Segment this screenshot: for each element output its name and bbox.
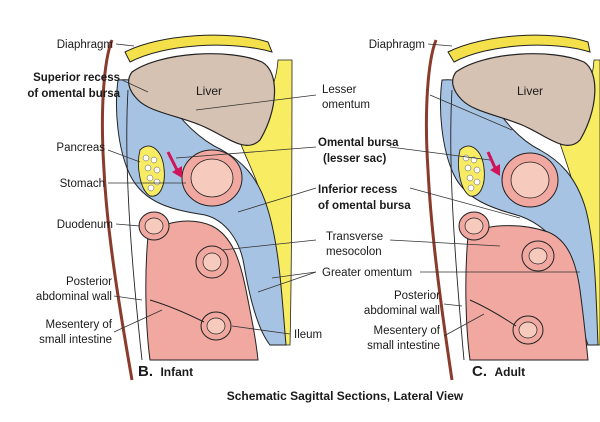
infant-anterior-wall	[100, 39, 134, 381]
label-mesentery-adult-1: Mesentery of	[374, 325, 441, 337]
label-omental-bursa-1: Omental bursa	[318, 137, 399, 149]
panel-word-adult: Adult	[494, 365, 525, 379]
label-superior-recess-1: Superior recess	[33, 72, 120, 84]
panel-adult	[424, 34, 600, 381]
infant-bursa-arrowhead	[172, 166, 182, 178]
label-mesentery-adult-2: small intestine	[367, 340, 440, 352]
label-lesser-omentum-1: Lesser	[322, 84, 357, 96]
label-liver-adult: Liver	[517, 84, 543, 98]
label-mesentery-infant-2: small intestine	[39, 334, 112, 346]
label-posterior-wall-adult-1: Posterior	[394, 290, 440, 302]
adult-liver	[452, 53, 596, 146]
infant-ileum-lumen	[206, 317, 226, 335]
infant-bursa-arrow	[166, 151, 180, 173]
label-stomach: Stomach	[60, 178, 105, 190]
infant-pancreas-lobules	[142, 154, 161, 192]
label-mesentery-infant-1: Mesentery of	[46, 319, 113, 331]
label-posterior-wall-infant-2: abdominal wall	[36, 291, 112, 303]
panel-title-infant: B. Infant	[138, 363, 193, 380]
panel-title-adult: C. Adult	[472, 363, 525, 380]
figure-caption: Schematic Sagittal Sections, Lateral Vie…	[227, 389, 464, 403]
infant-diaphragm	[124, 34, 273, 63]
infant-duodenum-lumen	[144, 217, 164, 235]
label-omental-bursa-2: (lesser sac)	[323, 153, 386, 165]
leader-lines	[107, 43, 580, 337]
label-posterior-wall-infant-1: Posterior	[66, 276, 112, 288]
label-diaphragm-infant: Diaphragm	[57, 39, 113, 51]
panel-letter-adult: C.	[472, 363, 487, 380]
label-inferior-recess-2: of omental bursa	[318, 200, 411, 212]
adult-small-intestine-mass	[465, 225, 589, 361]
adult-stomach-lumen	[510, 161, 550, 199]
adult-duodenum-lumen	[464, 217, 484, 235]
adult-diaphragm	[447, 34, 591, 63]
adult-bursa-arrowhead	[490, 164, 500, 176]
infant-mesentery	[149, 299, 205, 323]
label-superior-recess-2: of omental bursa	[27, 88, 120, 100]
label-liver-infant: Liver	[196, 84, 222, 98]
adult-ileum-lumen	[518, 321, 538, 339]
label-transverse-mesocolon-2: mesocolon	[326, 246, 382, 258]
adult-posterior-wall-edge	[450, 89, 465, 361]
label-duodenum: Duodenum	[57, 219, 113, 231]
label-posterior-wall-adult-2: abdominal wall	[364, 305, 440, 317]
panel-infant	[100, 34, 293, 381]
label-inferior-recess-1: Inferior recess	[318, 184, 397, 196]
label-transverse-mesocolon-1: Transverse	[326, 231, 383, 243]
label-diaphragm-adult: Diaphragm	[369, 39, 425, 51]
label-greater-omentum: Greater omentum	[322, 267, 412, 279]
label-ileum: Ileum	[294, 329, 322, 341]
infant-liver	[128, 53, 276, 146]
label-lesser-omentum-2: omentum	[322, 99, 370, 111]
infant-stomach-lumen	[190, 158, 234, 198]
infant-peritoneal-cavity	[116, 79, 287, 346]
adult-bursa-arrow	[486, 151, 498, 171]
adult-anterior-wall	[424, 39, 454, 381]
panel-letter-infant: B.	[138, 363, 153, 380]
adult-pancreas-lobules	[462, 154, 481, 192]
infant-transverse-colon-lumen	[202, 252, 222, 272]
label-pancreas: Pancreas	[56, 142, 105, 154]
adult-mesentery	[469, 299, 517, 327]
infant-posterior-wall-edge	[126, 89, 143, 361]
panel-word-infant: Infant	[160, 365, 193, 379]
adult-transverse-colon-lumen	[528, 247, 548, 265]
